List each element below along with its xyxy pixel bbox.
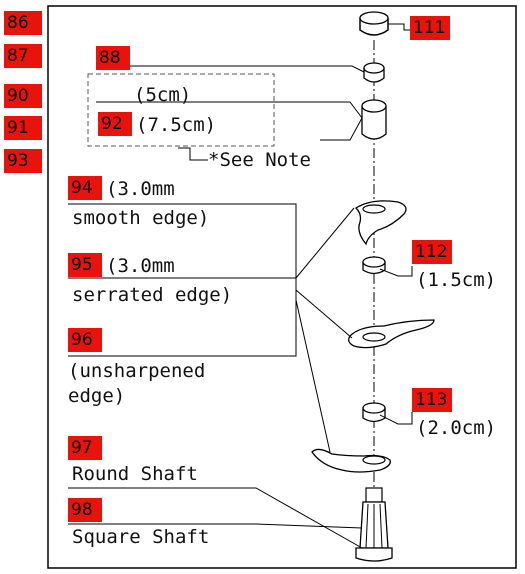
label-94-edge: smooth edge) [72, 207, 210, 229]
blade-part-95 [348, 319, 435, 349]
spacer-part-92 [361, 99, 387, 140]
cap-part-111 [359, 11, 389, 36]
label-95-size: (3.0mm [106, 255, 175, 277]
dashed-group-box [87, 73, 275, 147]
callout-93: 93 [4, 149, 42, 173]
callout-96: 96 [68, 328, 102, 352]
callout-91: 91 [4, 116, 42, 140]
label-round-shaft: Round Shaft [72, 463, 198, 485]
shaft-part-97-98 [355, 487, 393, 562]
label-5cm: (5cm) [134, 84, 192, 106]
callout-88: 88 [96, 46, 130, 70]
callout-112: 112 [412, 240, 452, 264]
callout-92: 92 [98, 112, 132, 136]
label-96-edge-a: (unsharpened [68, 360, 206, 382]
callout-90: 90 [4, 84, 42, 108]
callout-98: 98 [68, 498, 102, 522]
callout-86: 86 [4, 11, 42, 35]
callout-87: 87 [4, 44, 42, 68]
label-square-shaft: Square Shaft [72, 526, 210, 548]
frame-border [47, 5, 517, 569]
label-2-0cm: (2.0cm) [416, 417, 497, 439]
spacer-part-112 [362, 256, 386, 275]
label-7-5cm: (7.5cm) [136, 114, 217, 136]
spacer-part-88 [363, 62, 385, 83]
label-1-5cm: (1.5cm) [416, 269, 497, 291]
see-note-label: *See Note [208, 149, 311, 171]
label-94-size: (3.0mm [106, 178, 175, 200]
blade-part-94 [354, 200, 407, 246]
callout-97: 97 [68, 436, 102, 460]
label-96-edge-b: edge) [68, 385, 126, 407]
blade-part-96 [311, 448, 391, 473]
callout-111: 111 [410, 16, 450, 40]
callout-94: 94 [68, 176, 102, 200]
callout-95: 95 [68, 253, 102, 277]
spacer-part-113 [362, 402, 386, 423]
label-95-edge: serrated edge) [72, 284, 233, 306]
callout-113: 113 [412, 388, 452, 412]
leader-lines [68, 23, 413, 549]
